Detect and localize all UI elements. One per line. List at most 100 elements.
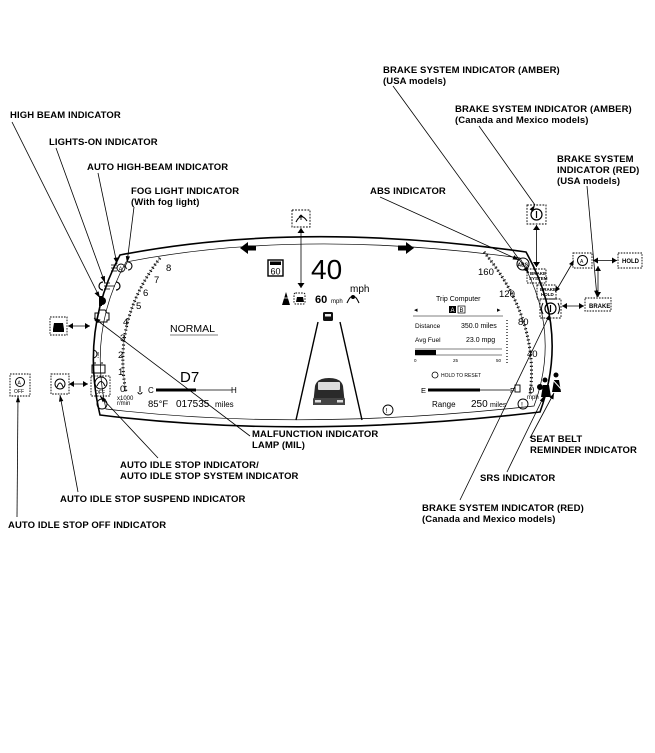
host-car-icon (313, 378, 345, 405)
label-srs: SRS INDICATOR (480, 473, 555, 484)
svg-text:A: A (18, 381, 22, 387)
trip-tab-a: A (451, 308, 455, 314)
lights-on-icon (98, 281, 121, 291)
bottom-right-dot-icon: ! (517, 398, 529, 410)
outside-temp: 85°F (148, 399, 168, 410)
svg-text:!: ! (97, 351, 99, 360)
tach-tick: 1 (118, 367, 123, 378)
acc-row: 60 mph (282, 292, 360, 306)
lead-vehicle-icon: ! (92, 349, 99, 360)
speed-unit: mph (350, 284, 369, 295)
cone-icon (282, 292, 290, 305)
fuel-pump-icon (514, 384, 521, 393)
tachometer: 8 7 6 5 4 3 2 1 0 x1000 r/min (117, 257, 171, 407)
label-brake-amber-can: BRAKE SYSTEM INDICATOR (AMBER) (455, 104, 632, 115)
brake-red-usa-icon: BRAKE (584, 297, 612, 312)
svg-text:!: ! (386, 408, 388, 415)
label-auto-idle-suspend: AUTO IDLE STOP SUSPEND INDICATOR (60, 494, 246, 505)
auto-high-beam-icon: A (111, 263, 126, 273)
speed-limit-sign: 60 (267, 259, 284, 277)
trip-right-arrow-icon: ▸ (497, 306, 501, 314)
avg-fuel-label: Avg Fuel (415, 337, 441, 344)
tach-unit: x1000 (117, 396, 134, 402)
auto-idle-stop-icon: OFF (94, 376, 108, 396)
label-brake-red-usa: INDICATOR (RED) (557, 165, 639, 176)
speedo-tick: 80 (518, 317, 529, 328)
fuel-gauge: E F Range 250 miles (421, 384, 521, 410)
fuel-scale: 50 (496, 358, 502, 363)
svg-text:HOLD: HOLD (541, 292, 554, 297)
trip-computer: ◂ Trip Computer ▸ A B Distance 350.0 mil… (413, 296, 508, 379)
tach-tick: 8 (166, 263, 171, 274)
label-high-beam: HIGH BEAM INDICATOR (10, 110, 121, 121)
battery-icon (91, 362, 106, 374)
range-label: Range (432, 400, 456, 409)
range-unit: miles (490, 402, 507, 409)
trip-tab-b: B (460, 308, 464, 314)
label-brake-amber-usa: BRAKE SYSTEM INDICATOR (AMBER) (383, 65, 560, 76)
fuel-f: F (510, 386, 515, 395)
brake-system-icon: BRAKE SYSTEM (526, 268, 548, 284)
tach-tick: 5 (136, 301, 141, 312)
label-fog-light: FOG LIGHT INDICATOR (131, 186, 239, 197)
temp-c: C (148, 386, 154, 395)
tsr-indicator (291, 209, 311, 288)
speedo-tick: 160 (478, 267, 494, 278)
right-turn-arrow-icon (398, 242, 414, 254)
label-mil: LAMP (MIL) (252, 440, 305, 451)
avg-fuel-value: 23.0 mpg (466, 337, 495, 344)
label-auto-idle: AUTO IDLE STOP INDICATOR/ (120, 460, 259, 471)
tach-tick: 6 (143, 288, 148, 299)
label-brake-red-can: BRAKE SYSTEM INDICATOR (RED) (422, 503, 584, 514)
distance-label: Distance (415, 323, 441, 330)
speedo-unit: mph (527, 395, 539, 401)
svg-text:BRAKE: BRAKE (530, 271, 546, 276)
label-brake-red-usa: (USA models) (557, 176, 620, 187)
tach-tick: 0 (120, 384, 125, 395)
fuel-e: E (421, 386, 426, 395)
speedo-tick: 40 (527, 349, 538, 360)
label-abs: ABS INDICATOR (370, 186, 446, 197)
speedo-tick: 0 (529, 385, 534, 396)
label-brake-amber-usa: (USA models) (383, 76, 446, 87)
auto-hold-icons: A HOLD (572, 252, 643, 269)
fuel-scale: 25 (453, 358, 459, 363)
odometer-unit: miles (215, 400, 234, 409)
auto-idle-off-icon: A OFF (9, 373, 31, 397)
label-auto-idle-off: AUTO IDLE STOP OFF INDICATOR (8, 520, 166, 531)
trip-left-arrow-icon: ◂ (414, 306, 418, 314)
tach-tick: 3 (120, 333, 125, 344)
temp-gauge: C H (137, 386, 237, 395)
brake-red-can-icon (539, 298, 584, 319)
brake-hold-icon: BRAKE HOLD (536, 284, 557, 300)
fuel-scale: 0 (414, 358, 417, 363)
svg-text:BRAKE: BRAKE (540, 287, 556, 292)
lead-car-alert-icon (49, 316, 90, 336)
left-turn-arrow-icon (240, 242, 256, 254)
speed-value: 40 (311, 254, 342, 285)
tach-unit: r/min (117, 401, 130, 407)
leader-lines (11, 85, 598, 518)
label-mil: MALFUNCTION INDICATOR (252, 429, 378, 440)
fog-light-icon (125, 261, 133, 271)
tpms-icon: ! (382, 404, 394, 416)
leader-arrowheads (15, 205, 599, 403)
speedo-tick: 120 (499, 289, 515, 300)
svg-text:BRAKE: BRAKE (589, 304, 610, 310)
hold-reset: HOLD TO RESET (441, 373, 481, 379)
temp-h: H (231, 386, 237, 395)
acc-speed: 60 (315, 294, 327, 306)
road-view (295, 312, 363, 421)
gear-indicator: D7 (180, 369, 199, 386)
mil-icon (94, 309, 110, 323)
label-brake-red-can: (Canada and Mexico models) (422, 514, 556, 525)
label-seat-belt: SEAT BELT (530, 434, 582, 445)
svg-text:HOLD: HOLD (622, 259, 640, 265)
speedometer: 160 120 80 40 0 mph (478, 251, 539, 401)
trip-title: Trip Computer (436, 296, 481, 303)
svg-text:SYSTEM: SYSTEM (529, 276, 548, 281)
acc-speed-unit: mph (331, 299, 343, 305)
tach-tick: 2 (118, 350, 123, 361)
